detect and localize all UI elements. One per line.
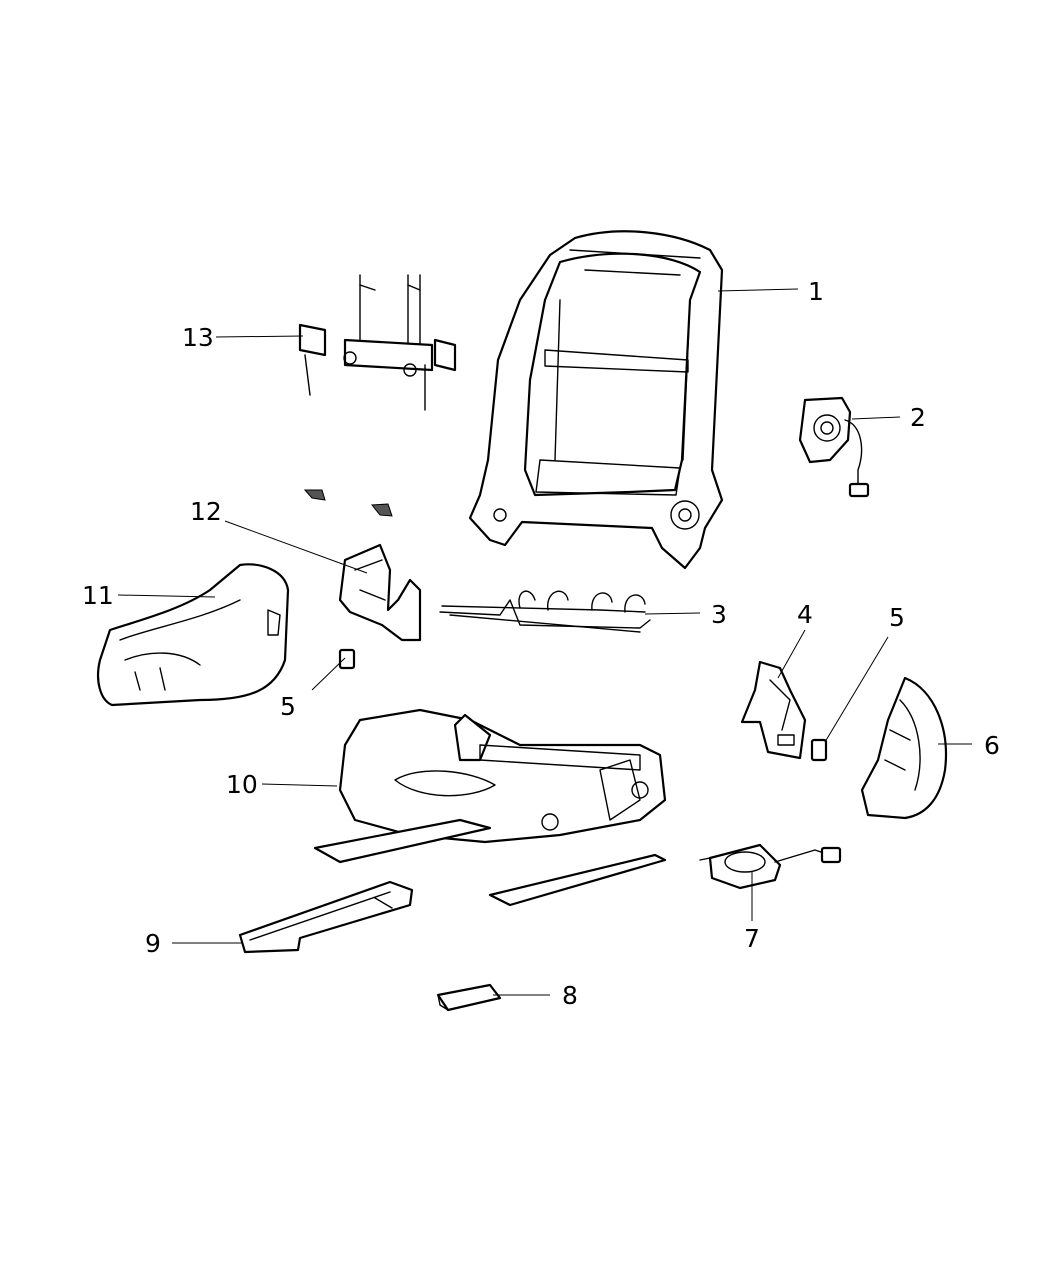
part-track-cover-long xyxy=(238,880,414,954)
part-headrest-guide xyxy=(298,274,457,411)
part-track-cover-small xyxy=(436,983,502,1012)
callout-1: 1 xyxy=(808,277,824,306)
part-recliner-actuator xyxy=(798,396,870,498)
callout-6: 6 xyxy=(984,731,1000,760)
leader-line-13 xyxy=(215,335,304,338)
leader-line-1 xyxy=(717,288,799,292)
leader-line-2 xyxy=(851,416,901,420)
leader-line-5a xyxy=(311,657,346,691)
callout-2: 2 xyxy=(910,403,926,432)
leader-line-3 xyxy=(644,612,701,615)
part-seat-side-shield xyxy=(96,563,290,707)
part-seat-spring xyxy=(439,590,651,633)
callout-4: 4 xyxy=(797,600,813,629)
callout-5-left: 5 xyxy=(280,692,296,721)
part-track-motor xyxy=(699,843,842,890)
part-seat-cushion-frame xyxy=(313,708,667,907)
leader-line-4 xyxy=(777,629,806,679)
part-seat-back-frame xyxy=(468,230,724,570)
callout-5-right: 5 xyxy=(889,603,905,632)
callout-11: 11 xyxy=(82,581,114,610)
callout-9: 9 xyxy=(145,929,161,958)
callout-8: 8 xyxy=(562,981,578,1010)
part-side-bracket xyxy=(740,660,807,760)
callout-labels: 1 2 3 4 5 5 6 7 8 9 10 11 12 13 xyxy=(82,277,1000,1010)
callout-10: 10 xyxy=(226,770,258,799)
leader-lines xyxy=(117,288,972,996)
part-clip-left xyxy=(338,648,356,670)
callout-12: 12 xyxy=(190,497,222,526)
part-recliner-bracket xyxy=(303,489,422,642)
leader-line-12 xyxy=(224,520,368,574)
callout-13: 13 xyxy=(182,323,214,352)
leader-line-10 xyxy=(261,783,338,787)
callout-3: 3 xyxy=(711,600,727,629)
part-side-shield xyxy=(860,676,947,820)
part-clip-right xyxy=(810,738,828,762)
leader-line-11 xyxy=(117,594,216,598)
leader-line-5b xyxy=(824,636,889,743)
callout-7: 7 xyxy=(744,924,760,953)
